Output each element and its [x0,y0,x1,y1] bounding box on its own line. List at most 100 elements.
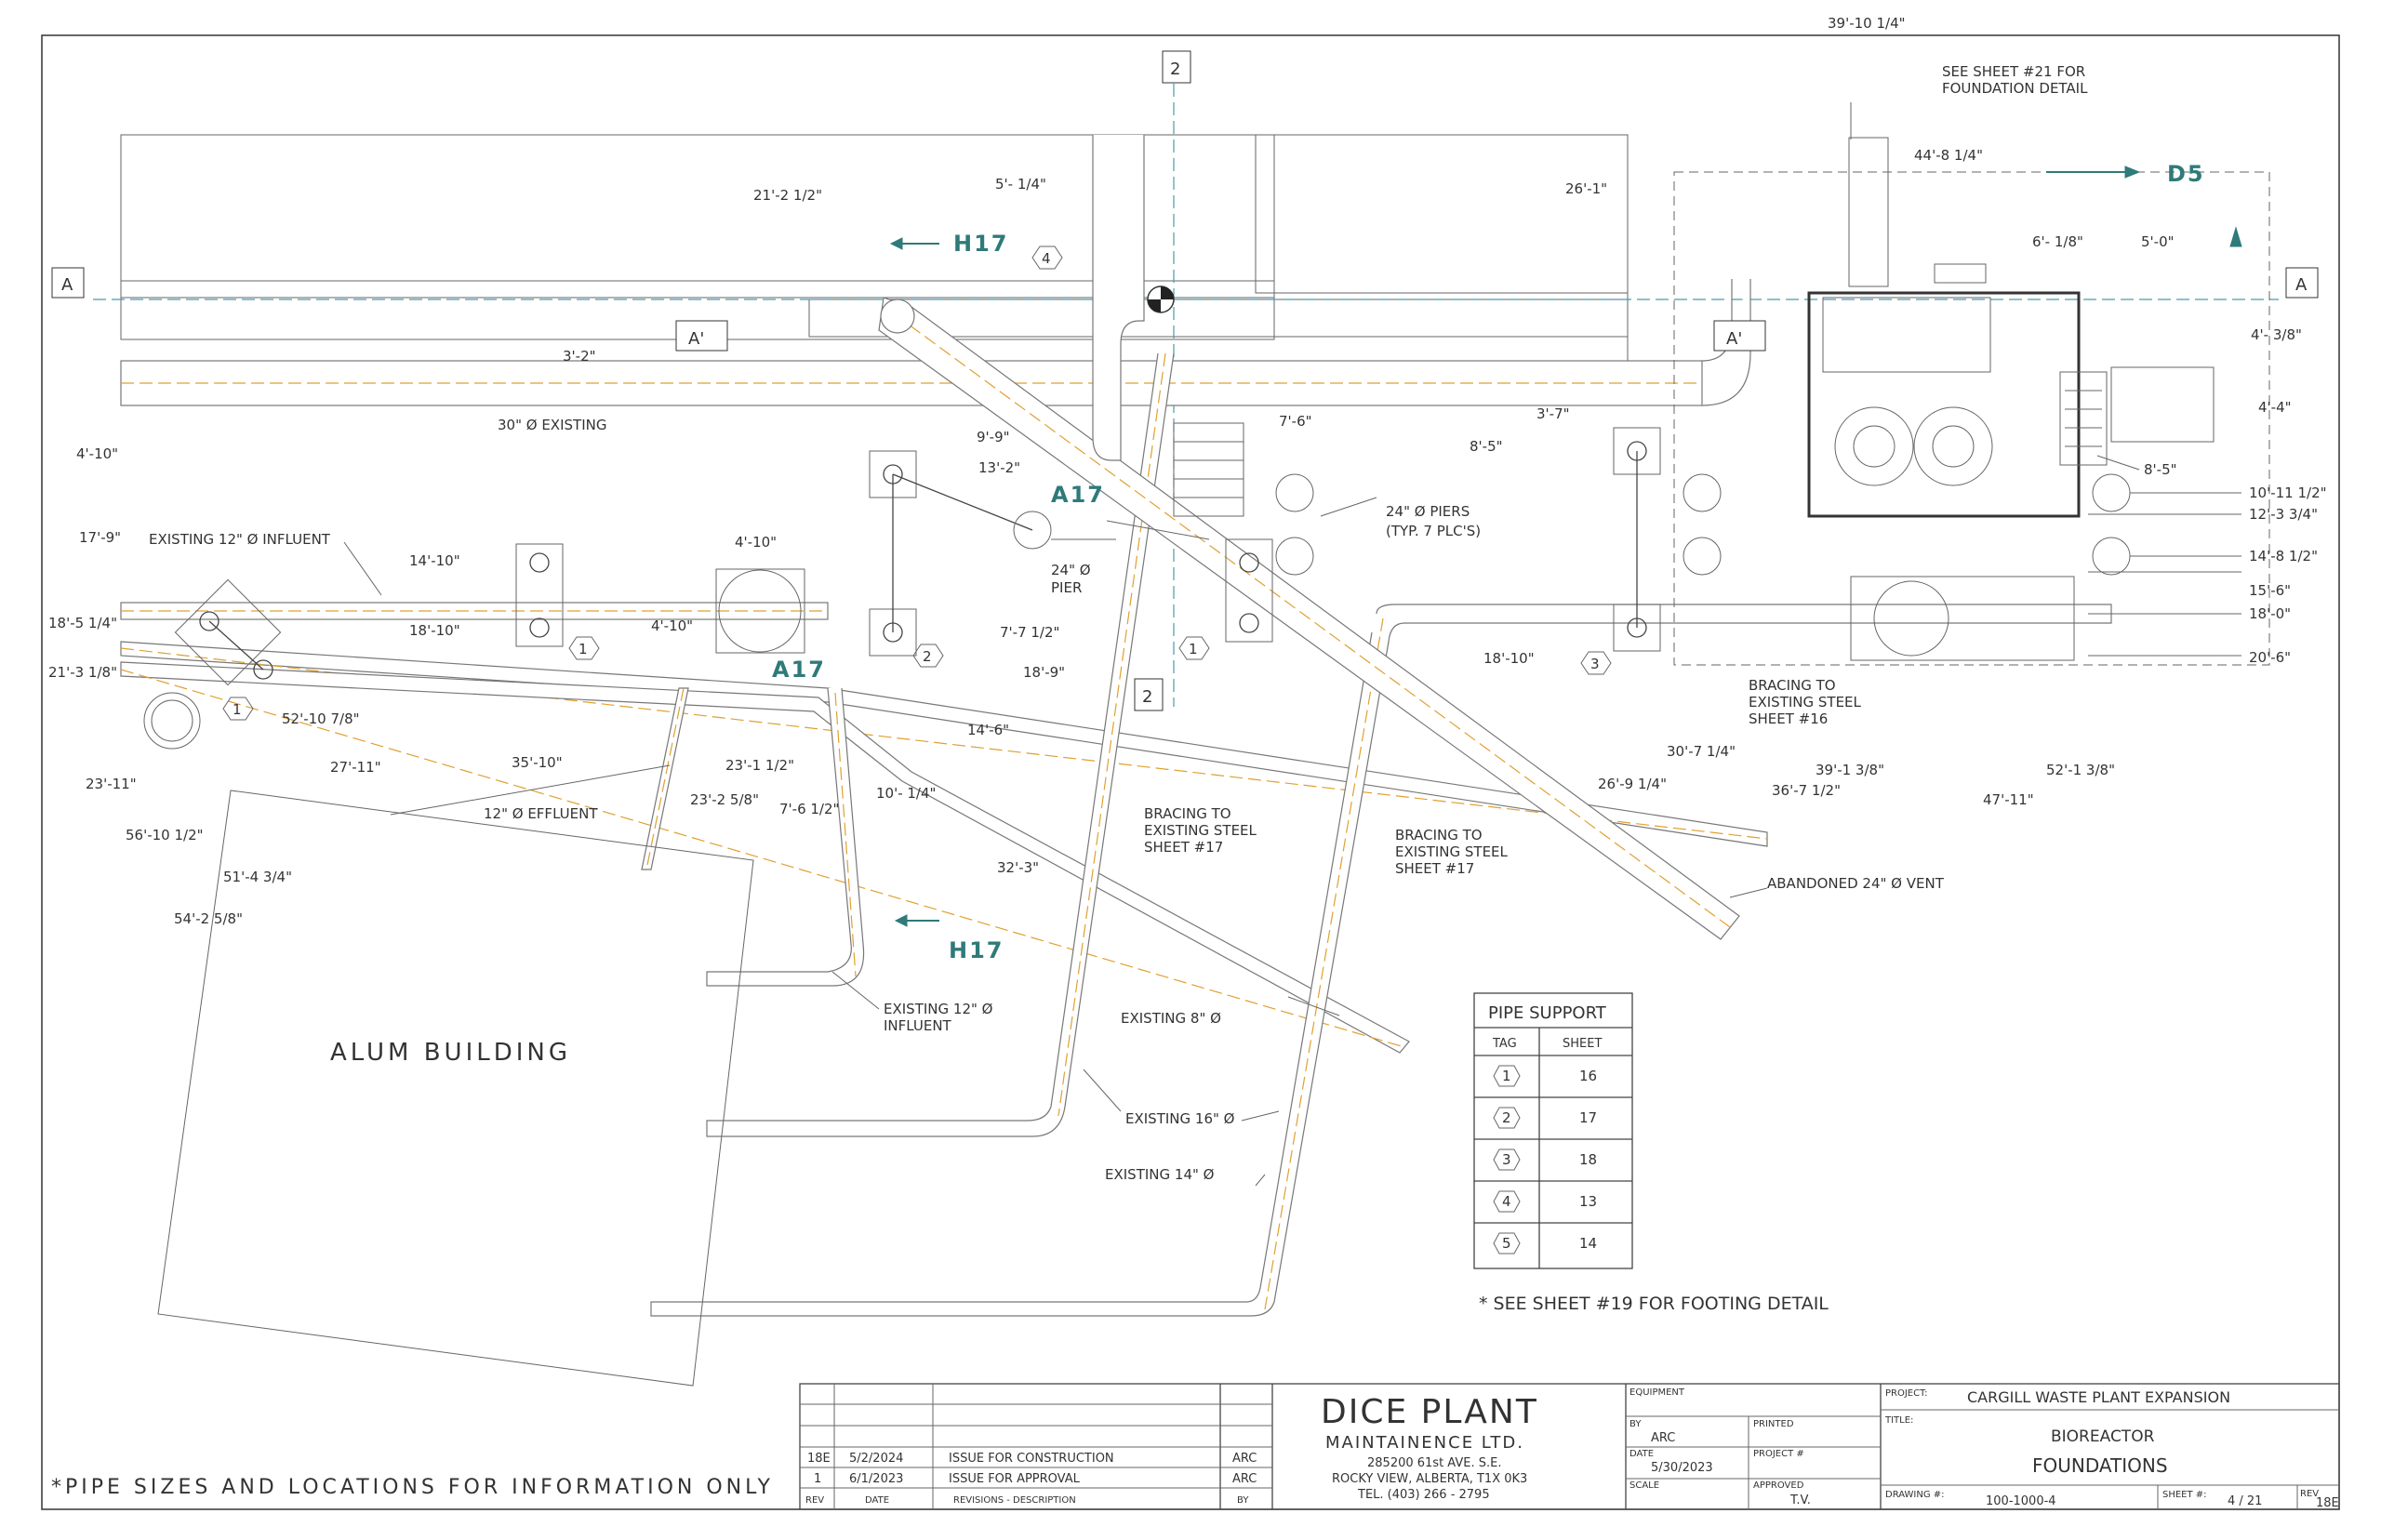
label-abandoned-vent: ABANDONED 24" Ø VENT [1767,875,1945,892]
drawing-no-value: 100-1000-4 [1986,1494,2056,1508]
pipe-12-influent [120,602,829,620]
label-14-existing: EXISTING 14" Ø [1105,1166,1215,1183]
title-line-2: FOUNDATIONS [2032,1454,2168,1477]
dim: 21'-2 1/2" [753,187,822,204]
date-label: DATE [1629,1449,1654,1459]
rev-1-date: 5/2/2024 [849,1452,903,1466]
bracing-c-3: SHEET #16 [1749,710,1828,727]
tag-1a: 1 [579,641,588,657]
bracing-a-1: BRACING TO [1144,805,1231,822]
existing-structure-outline [120,134,1629,372]
sheet-border [41,34,2340,1510]
support-tags: 1 1 1 2 3 4 [222,246,1612,721]
dim: 18'-10" [1483,650,1535,667]
label-16-existing: EXISTING 16" Ø [1125,1110,1235,1127]
scale-label: SCALE [1629,1480,1659,1491]
dim: 56'-10 1/2" [126,827,204,843]
bracing-b-3: SHEET #17 [1395,860,1474,877]
equipment-label: EQUIPMENT [1629,1387,1685,1398]
tag-3: 3 [1590,656,1600,672]
dim: 3'-7" [1536,405,1570,422]
see-sheet-21-2: FOUNDATION DETAIL [1942,80,2088,97]
date-value: 5/30/2023 [1651,1461,1713,1475]
dim: 52'-1 3/8" [2046,762,2115,778]
dim: 14'-8 1/2" [2249,548,2318,564]
bracing-a-2: EXISTING STEEL [1144,822,1257,839]
dim: 7'-7 1/2" [1000,624,1059,641]
rev-2-date: 6/1/2023 [849,1472,903,1486]
dim: 7'-6 1/2" [779,801,839,817]
ref-h17-bot: H17 [949,937,1004,963]
dimensions: 5'- 1/4" 21'-2 1/2" 3'-2" 4'-10" 17'-9" … [48,15,2327,927]
bracing-c-1: BRACING TO [1749,677,1836,694]
pipe-support-sheet: 14 [1579,1235,1597,1252]
by-value: ARC [1651,1431,1675,1445]
dim: 17'-9" [79,529,121,546]
bioreactor-equipment [1673,137,2270,666]
pipe-labels: 30" Ø EXISTING EXISTING 12" Ø INFLUENT 1… [149,63,2088,1183]
dim: 18'-0" [2249,605,2291,622]
square-foundation [715,568,805,654]
pipe-supports [174,427,1661,686]
label-piers-1: 24" Ø PIERS [1386,503,1470,520]
pipe-support-tag-hex [1493,1148,1521,1171]
company-address-2: ROCKY VIEW, ALBERTA, T1X 0K3 [1332,1472,1527,1486]
dim: 23'-2 5/8" [690,791,759,808]
label-12-influent-b2: INFLUENT [884,1017,952,1034]
pipe-support-sheet: 13 [1579,1193,1597,1210]
bracing-b-2: EXISTING STEEL [1395,843,1509,860]
pipe-support-tag: 5 [1502,1235,1511,1252]
label-8-existing: EXISTING 8" Ø [1121,1010,1221,1027]
rev-header-date: DATE [865,1495,889,1506]
section-a-left: A [61,275,73,295]
section-a-right: A [2295,275,2308,295]
dim: 54'-2 5/8" [174,910,243,927]
title-label: TITLE: [1884,1415,1913,1426]
dim: 35'-10" [512,754,563,771]
pipe-support-tag: 1 [1502,1068,1511,1084]
dim: 39'-1 3/8" [1816,762,1884,778]
rev-2-desc: ISSUE FOR APPROVAL [949,1472,1081,1486]
dim: 9'-9" [977,429,1010,445]
title-line-1: BIOREACTOR [2051,1427,2155,1446]
sheet-no-value: 4 / 21 [2228,1494,2262,1508]
rev-2-by: ARC [1232,1472,1257,1486]
company-name: DICE PLANT [1321,1393,1538,1431]
pipe-abandoned-vent [878,297,1740,940]
dim: 27'-11" [330,759,381,776]
dim: 23'-11" [86,776,137,792]
dim: 47'-11" [1983,791,2034,808]
dim: 14'-10" [409,552,460,569]
dim: 4'-4" [2258,399,2292,416]
pipe-diagonal-left [120,641,1768,1054]
dim: 15'-6" [2249,582,2291,599]
see-sheet-21-1: SEE SHEET #21 FOR [1942,63,2085,80]
company-sub: MAINTAINENCE LTD. [1325,1433,1524,1453]
company-address-1: 285200 61st AVE. S.E. [1367,1456,1501,1470]
rev-2-rev: 1 [814,1472,821,1486]
pipe-info-note: *PIPE SIZES AND LOCATIONS FOR INFORMATIO… [51,1476,774,1499]
ref-h17-top: H17 [953,231,1008,257]
pipe-support-tag: 3 [1502,1151,1511,1168]
dim: 44'-8 1/4" [1914,147,1983,164]
label-12-influent-b1: EXISTING 12" Ø [884,1001,993,1017]
label-12-influent: EXISTING 12" Ø INFLUENT [149,531,331,548]
rev-1-rev: 18E [807,1452,831,1466]
pipe-support-tag-hex [1493,1107,1521,1129]
bracing-a-3: SHEET #17 [1144,839,1223,856]
alum-building-label: ALUM BUILDING [330,1039,571,1067]
label-pier-1: 24" Ø [1051,562,1091,578]
by-label: BY [1629,1419,1642,1429]
rev-1-by: ARC [1232,1452,1257,1466]
bracing-b-1: BRACING TO [1395,827,1483,843]
printed-label: PRINTED [1753,1419,1794,1429]
footing-note: * SEE SHEET #19 FOR FOOTING DETAIL [1479,1294,1829,1314]
dim: 8'-5" [2144,461,2177,478]
approved-label: APPROVED [1753,1480,1804,1491]
dim: 4'- 3/8" [2251,326,2302,343]
rev-header-by: BY [1237,1495,1249,1506]
rev-header-desc: REVISIONS - DESCRIPTION [953,1495,1076,1506]
ref-a17-2: A17 [772,657,826,683]
dim: 26'-1" [1565,180,1607,197]
